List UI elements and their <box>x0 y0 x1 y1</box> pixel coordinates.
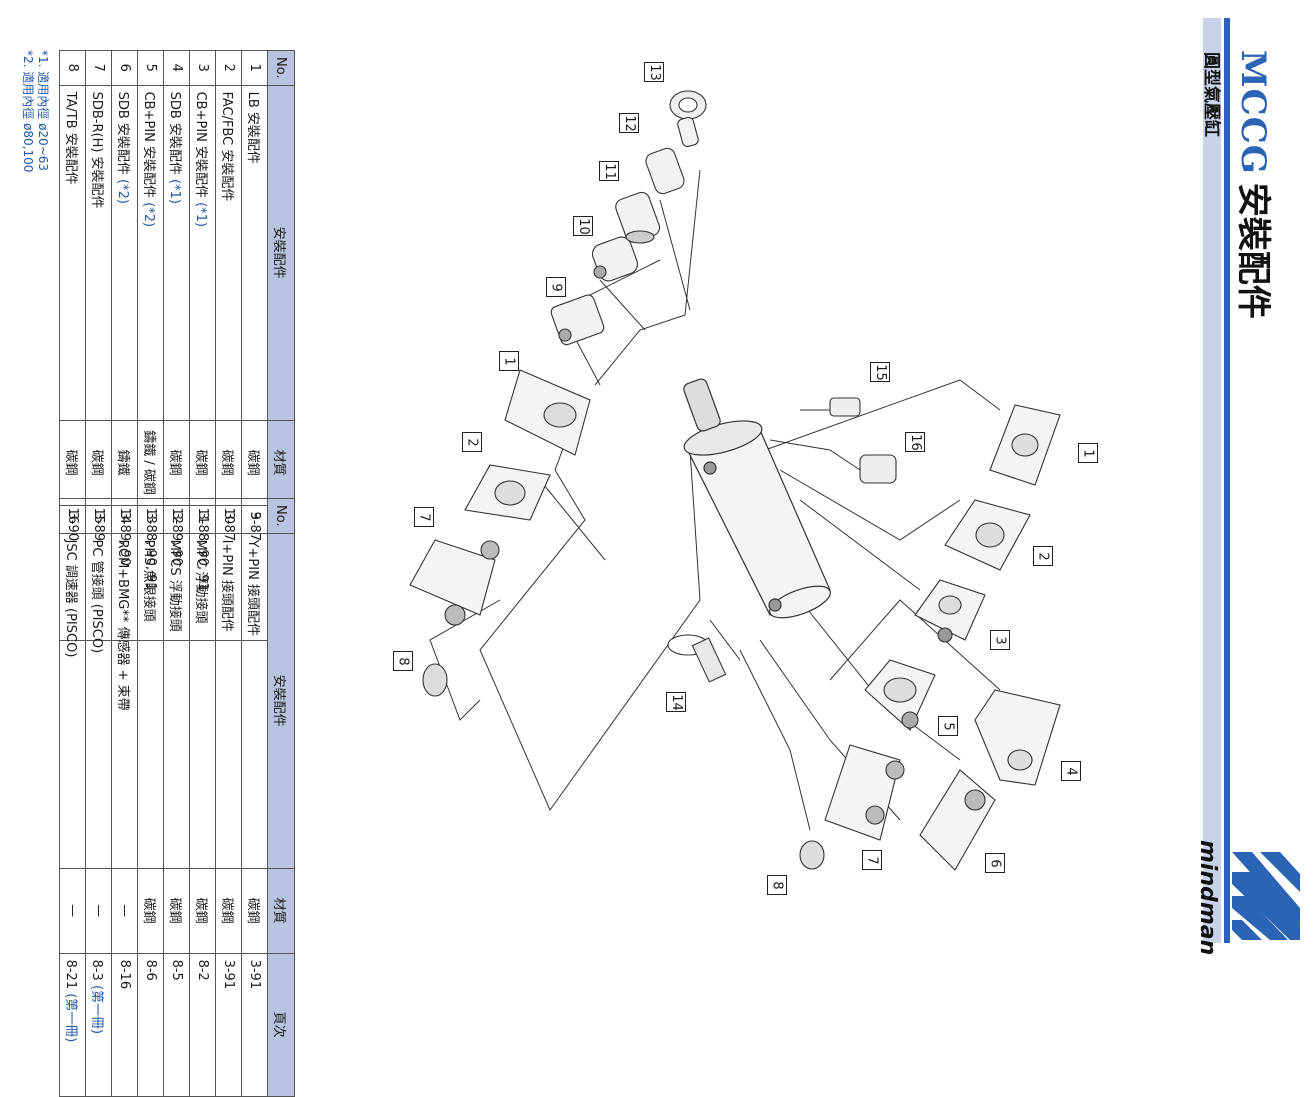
row-page: 3-91 <box>241 953 268 1097</box>
callout-3: 3 <box>990 630 1010 650</box>
rod-eye-icon <box>669 90 707 148</box>
leader-line <box>739 649 811 831</box>
y-pin-joint-icon <box>550 294 605 346</box>
callout-13: 13 <box>644 62 664 82</box>
i-pin-joint-icon <box>591 236 639 282</box>
sensor-band-icon <box>667 634 727 683</box>
row-page-note: (第一冊) <box>89 984 104 1035</box>
row-page: 8-6 <box>137 953 164 1097</box>
left-brackets <box>409 369 591 697</box>
sdb-r-bracket-icon-left <box>409 539 500 626</box>
page: MCCG安裝配件 圓型氣壓缸 mindman *1. 適用內徑 ø20~63 *… <box>21 18 1302 1097</box>
row-page-note: (第一冊) <box>63 993 78 1043</box>
row-page: 8-2 <box>189 953 216 1097</box>
leader-line <box>594 169 701 386</box>
leader-line <box>709 619 741 661</box>
callout-8: 8 <box>767 875 787 895</box>
leader-line <box>829 599 1001 691</box>
rod-end-accessories <box>550 90 707 346</box>
mounting-brackets <box>667 397 1061 871</box>
callout-10: 10 <box>573 216 593 236</box>
leader-line <box>599 279 646 331</box>
callout-7-left: 7 <box>414 507 434 527</box>
callout-15: 15 <box>870 362 890 382</box>
flange-bracket-icon <box>944 499 1031 571</box>
callout-12: 12 <box>619 113 639 133</box>
leader-line <box>764 379 1001 451</box>
leader-line <box>799 499 921 591</box>
floating-joint-icon <box>615 191 661 244</box>
sdb-bracket-icon <box>974 689 1061 786</box>
callout-11: 11 <box>599 161 619 181</box>
cylinder-body <box>683 378 831 619</box>
flange-bracket-icon-left <box>464 464 551 521</box>
callout-7: 7 <box>862 850 882 870</box>
mindman-logo-icon <box>1230 848 1302 944</box>
clevis-bracket-icon <box>914 579 986 643</box>
callout-6: 6 <box>985 853 1005 873</box>
row-page: 8-3 (第一冊) <box>85 953 112 1097</box>
lb-bracket-icon-left <box>504 369 591 456</box>
callout-2: 2 <box>1033 546 1053 566</box>
callout-4: 4 <box>1061 761 1081 781</box>
floating-joint-s-icon <box>645 147 685 195</box>
trunnion-icon <box>799 840 825 870</box>
callout-1-left: 1 <box>499 351 519 371</box>
leader-line <box>659 199 691 311</box>
lb-bracket-icon <box>989 404 1061 486</box>
callout-9: 9 <box>546 277 566 297</box>
cast-clevis-icon <box>864 659 936 731</box>
callout-16: 16 <box>905 432 925 452</box>
exploded-diagram <box>409 90 1061 871</box>
header-page: 頁次 <box>267 953 295 1097</box>
row-page: 8-5 <box>163 953 190 1097</box>
leader-line <box>539 479 606 561</box>
leader-line <box>769 439 861 471</box>
callout-1: 1 <box>1078 443 1098 463</box>
pipe-fitting-icon <box>829 397 861 417</box>
cast-sdb-icon <box>919 769 996 871</box>
trunnion-icon-left <box>422 663 448 697</box>
callout-14: 14 <box>666 692 686 712</box>
callout-2-left: 2 <box>462 432 482 452</box>
row-page: 8-21 (第一冊) <box>59 953 86 1097</box>
header-bar-blue <box>1224 18 1230 943</box>
callout-8-left: 8 <box>393 651 413 671</box>
header-bar-light <box>1203 18 1221 943</box>
speed-controller-icon <box>859 454 897 484</box>
row-page: 8-16 <box>111 953 138 1097</box>
leader-line <box>779 469 961 541</box>
leader-line <box>479 429 701 812</box>
sdb-r-bracket-icon <box>824 744 905 841</box>
callout-5: 5 <box>938 716 958 736</box>
row-page: 3-91 <box>215 953 242 1097</box>
